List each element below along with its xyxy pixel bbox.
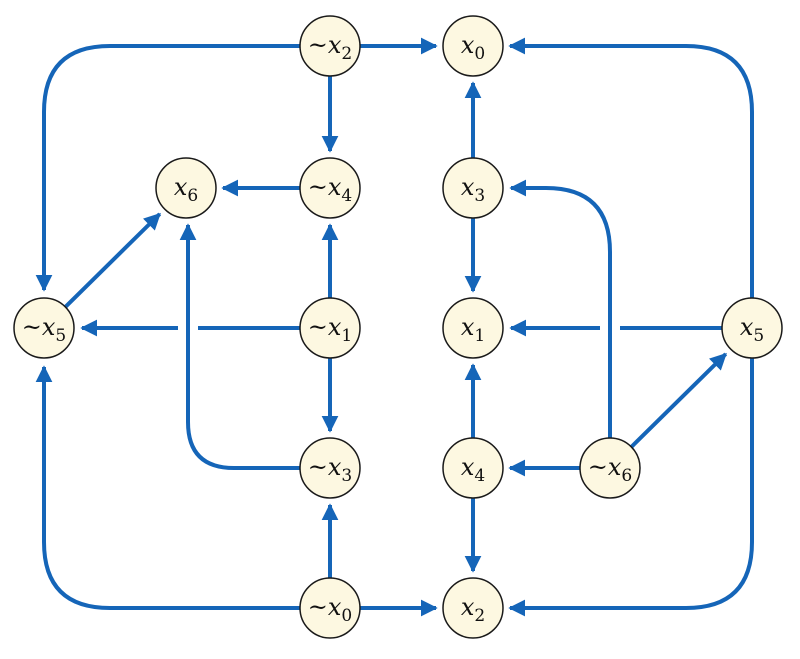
node-not-x5: ~x5 bbox=[13, 297, 75, 359]
node-x5: x5 bbox=[721, 297, 783, 359]
node-circle bbox=[442, 437, 504, 499]
edge-nx2-to-nx5 bbox=[35, 44, 300, 292]
node-x6: x6 bbox=[155, 157, 217, 219]
node-label: x3 bbox=[461, 173, 485, 206]
node-label: x1 bbox=[461, 313, 485, 346]
node-label: ~x4 bbox=[308, 173, 352, 206]
edge-nx6-to-px5 bbox=[629, 352, 728, 449]
edge-nx3-to-px6 bbox=[179, 223, 300, 470]
edge-px5-to-px0 bbox=[508, 37, 754, 298]
node-x4: x4 bbox=[442, 437, 504, 499]
node-circle bbox=[13, 297, 75, 359]
node-label: x5 bbox=[740, 313, 764, 346]
node-circle bbox=[299, 437, 361, 499]
node-circle bbox=[299, 297, 361, 359]
node-x0: x0 bbox=[442, 15, 504, 77]
node-not-x0: ~x0 bbox=[299, 577, 361, 639]
node-label: ~x3 bbox=[308, 453, 352, 486]
node-label: x2 bbox=[461, 593, 485, 626]
node-not-x4: ~x4 bbox=[299, 157, 361, 219]
node-circle bbox=[299, 577, 361, 639]
edges bbox=[35, 37, 754, 617]
node-label: ~x5 bbox=[22, 313, 66, 346]
edge-nx0-to-nx5 bbox=[35, 365, 300, 610]
node-not-x3: ~x3 bbox=[299, 437, 361, 499]
node-not-x6: ~x6 bbox=[579, 437, 641, 499]
edge-nx6-to-px3 bbox=[509, 179, 612, 438]
node-label: ~x2 bbox=[308, 31, 352, 64]
nodes: ~x2 x0 x6 ~x4 x3 ~x5 ~x1 x1 x5 ~x3 x4 ~x6 ~x0 x2 bbox=[13, 15, 783, 639]
node-label: ~x0 bbox=[308, 593, 352, 626]
node-label: x0 bbox=[461, 31, 485, 64]
node-circle bbox=[155, 157, 217, 219]
node-circle bbox=[579, 437, 641, 499]
node-not-x1: ~x1 bbox=[299, 297, 361, 359]
edge-nx5-to-px6 bbox=[63, 212, 162, 309]
node-label: ~x6 bbox=[588, 453, 632, 486]
node-circle bbox=[442, 15, 504, 77]
node-x1: x1 bbox=[442, 297, 504, 359]
node-label: x4 bbox=[461, 453, 485, 486]
node-x3: x3 bbox=[442, 157, 504, 219]
node-circle bbox=[442, 297, 504, 359]
node-circle bbox=[721, 297, 783, 359]
node-label: x6 bbox=[174, 173, 198, 206]
edge-px5-to-px2 bbox=[508, 358, 754, 617]
node-label: ~x1 bbox=[308, 313, 352, 346]
node-x2: x2 bbox=[442, 577, 504, 639]
node-circle bbox=[299, 157, 361, 219]
node-circle bbox=[299, 15, 361, 77]
node-not-x2: ~x2 bbox=[299, 15, 361, 77]
node-circle bbox=[442, 577, 504, 639]
node-circle bbox=[442, 157, 504, 219]
